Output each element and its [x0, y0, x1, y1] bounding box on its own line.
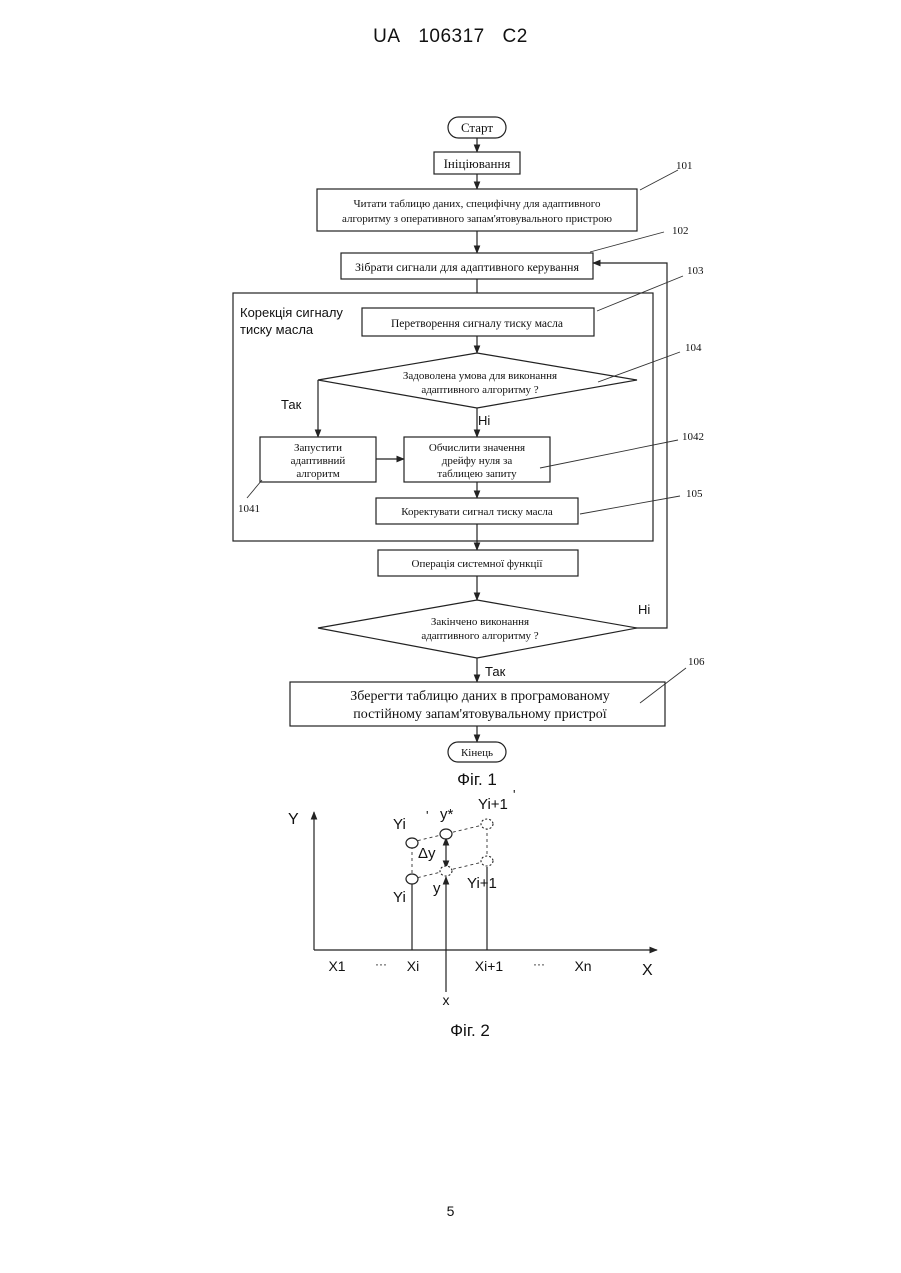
y-axis-label: Y [288, 811, 299, 828]
collect-label: Зібрати сигнали для адаптивного керуванн… [355, 260, 579, 274]
x-tick-x1: X1 [328, 958, 345, 974]
label-ystar: y* [440, 806, 454, 823]
end-label: Кінець [461, 747, 493, 759]
sysop-label: Операція системної функції [412, 558, 544, 570]
calc-line1: Обчислити значення [429, 442, 525, 454]
point-yi [406, 874, 418, 884]
calc-line2: дрейфу нуля за [442, 455, 513, 467]
label-delta-y: Δy [418, 845, 436, 862]
ref-1042: 1042 [682, 431, 704, 443]
done-yes-label: Так [485, 664, 506, 679]
interpolation-diagram: Y X X1 ··· Xi Xi+1 ··· Xn x [288, 787, 657, 1040]
ref-104: 104 [685, 342, 702, 354]
save-line1: Зберегти таблицю даних в програмованому [350, 689, 609, 704]
done-no-label: Ні [638, 602, 650, 617]
point-y [440, 866, 452, 876]
ref-105: 105 [686, 488, 703, 500]
run-line1: Запустити [294, 442, 342, 454]
point-yi1 [481, 856, 493, 866]
done-diamond [318, 600, 637, 658]
leader-102 [590, 232, 664, 252]
point-yi1-prime [481, 819, 493, 829]
x-tick-xi1: Xi+1 [475, 958, 504, 974]
read-table-line2: алгоритму з оперативного запам'ятовуваль… [342, 213, 612, 225]
condition-line1: Задоволена умова для виконання [403, 370, 557, 382]
read-table-line1: Читати таблицю даних, специфічну для ада… [354, 198, 601, 210]
label-yi1: Yi+1 [467, 875, 497, 892]
query-x-label: x [443, 992, 450, 1008]
init-label: Ініціювання [444, 156, 511, 171]
run-line2: адаптивний [291, 455, 346, 467]
label-yi-prime: Yi [393, 816, 406, 833]
group-label-line1: Корекція сигналу [240, 305, 343, 320]
x-tick-xn: Xn [574, 958, 591, 974]
ref-103: 103 [687, 265, 704, 277]
ref-106: 106 [688, 656, 705, 668]
ref-102: 102 [672, 225, 689, 237]
start-label: Старт [461, 120, 493, 135]
condition-yes-label: Так [281, 397, 302, 412]
label-yi-prime-mark: ' [426, 808, 428, 823]
group-label-line2: тиску масла [240, 322, 314, 337]
condition-no-label: Ні [478, 413, 490, 428]
x-tick-dots2: ··· [533, 957, 545, 971]
correct-label: Коректувати сигнал тиску масла [401, 506, 553, 518]
save-line2: постійному запам'ятовувальному пристрої [353, 707, 606, 722]
done-line2: адаптивного алгоритму ? [421, 630, 538, 642]
leader-101 [640, 170, 678, 190]
point-ystar [440, 829, 452, 839]
label-yi: Yi [393, 889, 406, 906]
run-line3: алгоритм [296, 468, 339, 480]
x-tick-xi: Xi [407, 958, 419, 974]
label-yi1-prime: Yi+1 [478, 796, 508, 813]
flowchart: Старт Ініціювання Читати таблицю даних, … [233, 117, 705, 789]
point-yi-prime [406, 838, 418, 848]
fig1-caption: Фіг. 1 [457, 770, 497, 789]
x-axis-label: X [642, 962, 653, 979]
convert-label: Перетворення сигналу тиску масла [391, 318, 563, 330]
fig2-caption: Фіг. 2 [450, 1021, 490, 1040]
calc-line3: таблицею запиту [437, 468, 517, 480]
ref-1041: 1041 [238, 503, 260, 515]
x-tick-dots1: ··· [375, 957, 387, 971]
page-number: 5 [0, 1203, 901, 1219]
condition-line2: адаптивного алгоритму ? [421, 384, 538, 396]
ref-101: 101 [676, 160, 693, 172]
done-line1: Закінчено виконання [431, 616, 529, 628]
label-y: y [433, 880, 441, 897]
label-yi1-prime-mark: ' [513, 787, 515, 802]
